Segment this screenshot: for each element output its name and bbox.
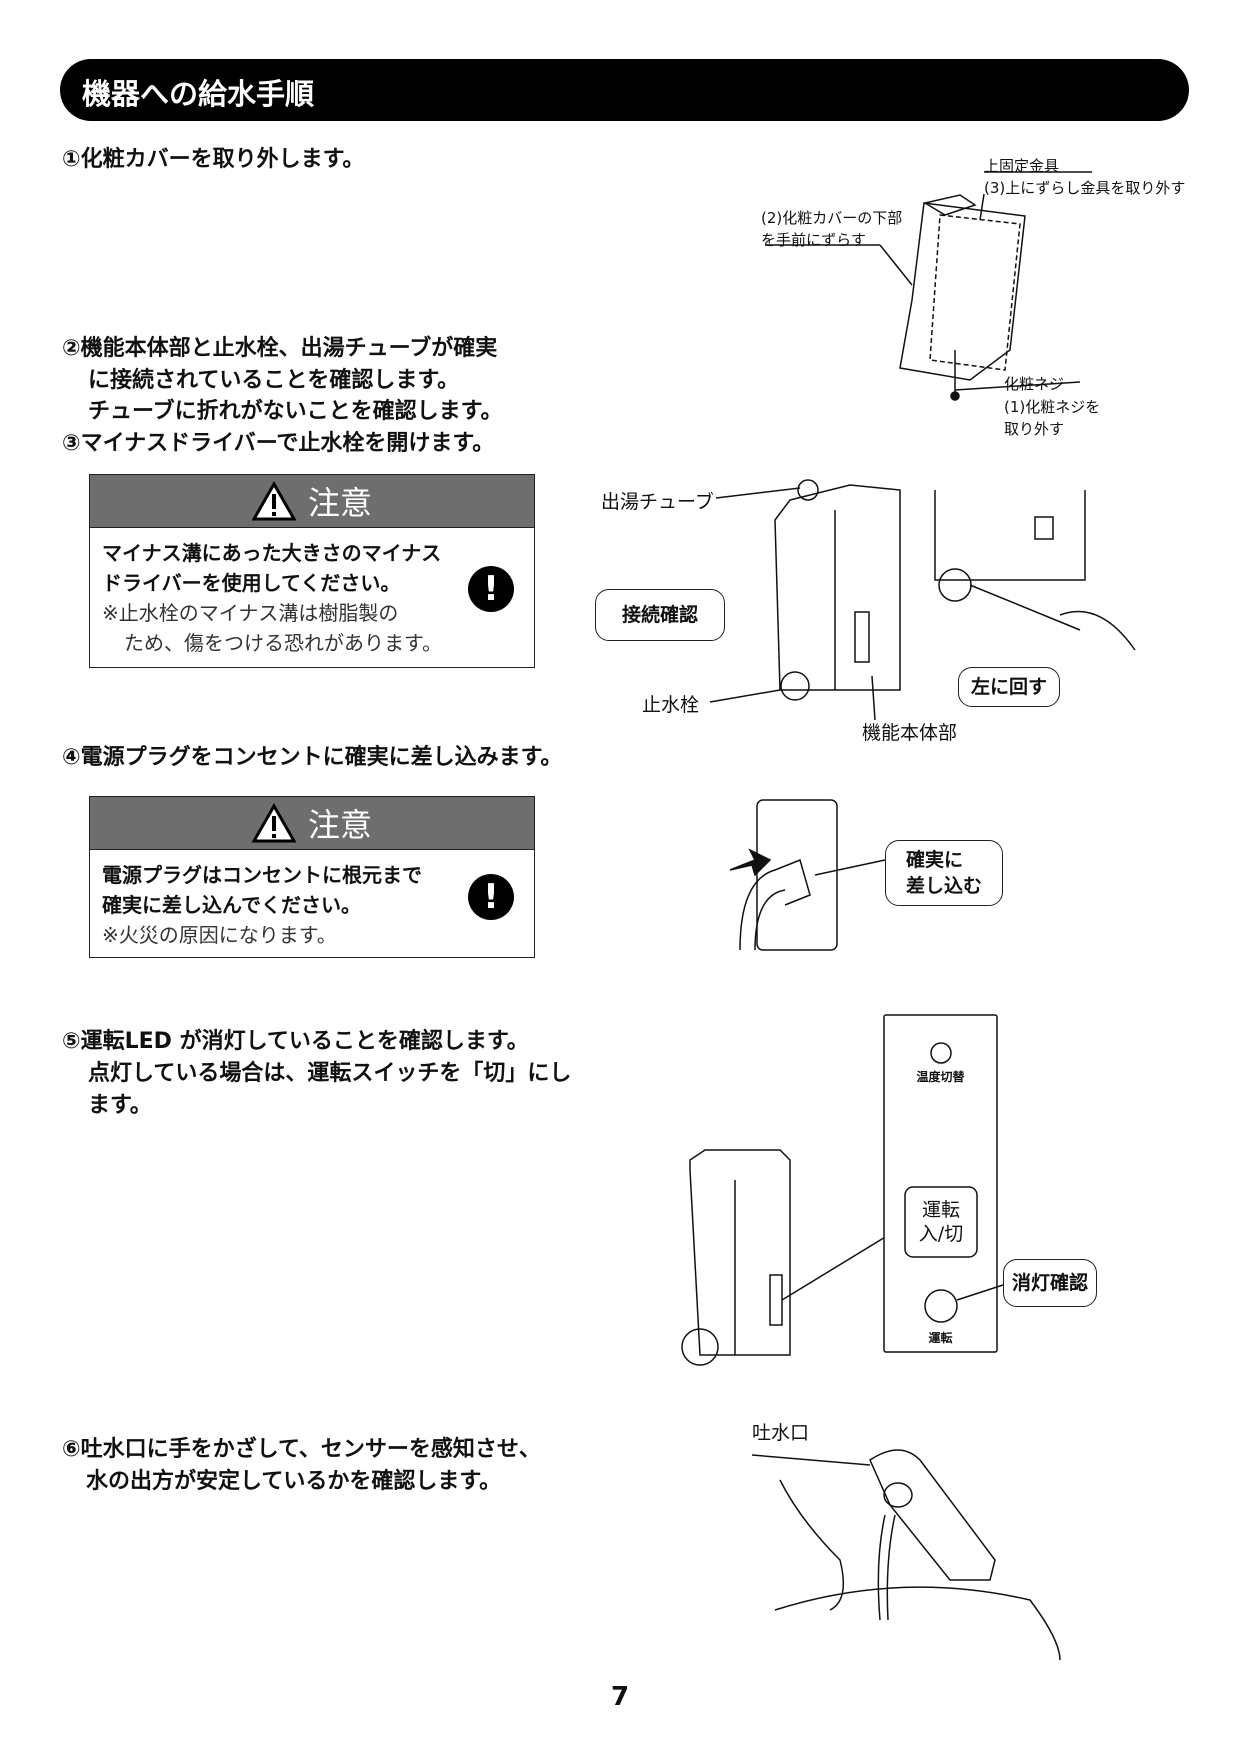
fig2-callout-check: 接続確認 bbox=[595, 589, 726, 641]
fig1-label: (2)化粧カバーの下部 bbox=[761, 209, 903, 227]
fig1-label: 上固定金具 bbox=[984, 157, 1060, 175]
step-5-line2: 点灯している場合は、運転スイッチを「切」にし bbox=[88, 1061, 572, 1086]
step-5-line1: ⑤運転LED が消灯していることを確認します。 bbox=[62, 1029, 529, 1054]
fig4-run-switch: 運転入/切 bbox=[905, 1198, 977, 1246]
caution-text: マイナス溝にあった大きさのマイナス bbox=[102, 541, 442, 565]
switch-panel-illustration bbox=[681, 1014, 1004, 1366]
fig1-label: (3)上にずらし金具を取り外す bbox=[984, 179, 1186, 197]
warning-triangle-icon bbox=[251, 481, 296, 521]
callout-line: 確実に bbox=[906, 849, 964, 871]
fig1-label: (1)化粧ネジを bbox=[1004, 398, 1101, 416]
switch-label: 入/切 bbox=[918, 1223, 964, 1245]
step-2-line2: に接続されていることを確認します。 bbox=[88, 368, 460, 393]
fig3-callout: 確実に差し込む bbox=[885, 840, 1004, 906]
section-header: 機器への給水手順 bbox=[60, 59, 1189, 121]
caution-title: 注意 bbox=[307, 806, 372, 844]
warning-triangle-icon bbox=[251, 803, 296, 843]
caution-title: 注意 bbox=[307, 484, 372, 522]
step-2-line3: チューブに折れがないことを確認します。 bbox=[88, 399, 503, 424]
fig5-label-spout: 吐水口 bbox=[752, 1422, 810, 1444]
fig2-label-body: 機能本体部 bbox=[862, 722, 958, 744]
mandatory-exclamation-icon: ! bbox=[468, 874, 514, 920]
caution-box-screwdriver: 注意 マイナス溝にあった大きさのマイナス ドライバーを使用してください。 ※止水… bbox=[89, 474, 535, 668]
step-1: ①化粧カバーを取り外します。 bbox=[62, 147, 365, 172]
cover-removal-illustration bbox=[765, 171, 1092, 401]
caution-text: ドライバーを使用してください。 bbox=[102, 571, 401, 595]
fig1-label: 取り外す bbox=[1004, 420, 1065, 438]
step-6-line1: ⑥吐水口に手をかざして、センサーを感知させ、 bbox=[62, 1437, 541, 1462]
plug-illustration bbox=[729, 799, 886, 951]
step-3: ③マイナスドライバーで止水栓を開けます。 bbox=[62, 431, 495, 456]
switch-label: 運転 bbox=[921, 1199, 960, 1221]
step-4: ④電源プラグをコンセントに確実に差し込みます。 bbox=[62, 745, 563, 770]
fig4-callout-check: 消灯確認 bbox=[1003, 1259, 1098, 1307]
fig4-label-temp: 温度切替 bbox=[916, 1070, 965, 1084]
caution-note: ※止水栓のマイナス溝は樹脂製の bbox=[102, 601, 399, 625]
caution-note: ※火災の原因になります。 bbox=[102, 923, 337, 947]
callout-line: 差し込む bbox=[906, 875, 983, 897]
caution-box-plug: 注意 電源プラグはコンセントに根元まで 確実に差し込んでください。 ※火災の原因… bbox=[89, 796, 535, 958]
page-number: 7 bbox=[610, 1682, 630, 1712]
caution-text: 電源プラグはコンセントに根元まで bbox=[102, 863, 422, 887]
fig2-callout-turn: 左に回す bbox=[958, 667, 1061, 707]
step-5-line3: ます。 bbox=[88, 1093, 152, 1118]
section-title: 機器への給水手順 bbox=[82, 77, 315, 111]
faucet-illustration bbox=[751, 1449, 1061, 1661]
fig1-label: 化粧ネジ bbox=[1004, 375, 1065, 393]
caution-note: ため、傷をつける恐れがあります。 bbox=[124, 631, 442, 655]
valve-connection-illustration bbox=[709, 479, 1136, 721]
caution-text: 確実に差し込んでください。 bbox=[102, 893, 361, 917]
step-2-line1: ②機能本体部と止水栓、出湯チューブが確実 bbox=[62, 336, 498, 361]
fig1-label: を手前にずらす bbox=[761, 231, 866, 249]
fig2-label-valve: 止水栓 bbox=[642, 694, 700, 716]
step-6-line2: 水の出方が安定しているかを確認します。 bbox=[86, 1469, 502, 1494]
fig2-label-tube: 出湯チューブ bbox=[601, 491, 714, 513]
mandatory-exclamation-icon: ! bbox=[468, 566, 514, 612]
fig4-label-led: 運転 bbox=[928, 1331, 953, 1345]
